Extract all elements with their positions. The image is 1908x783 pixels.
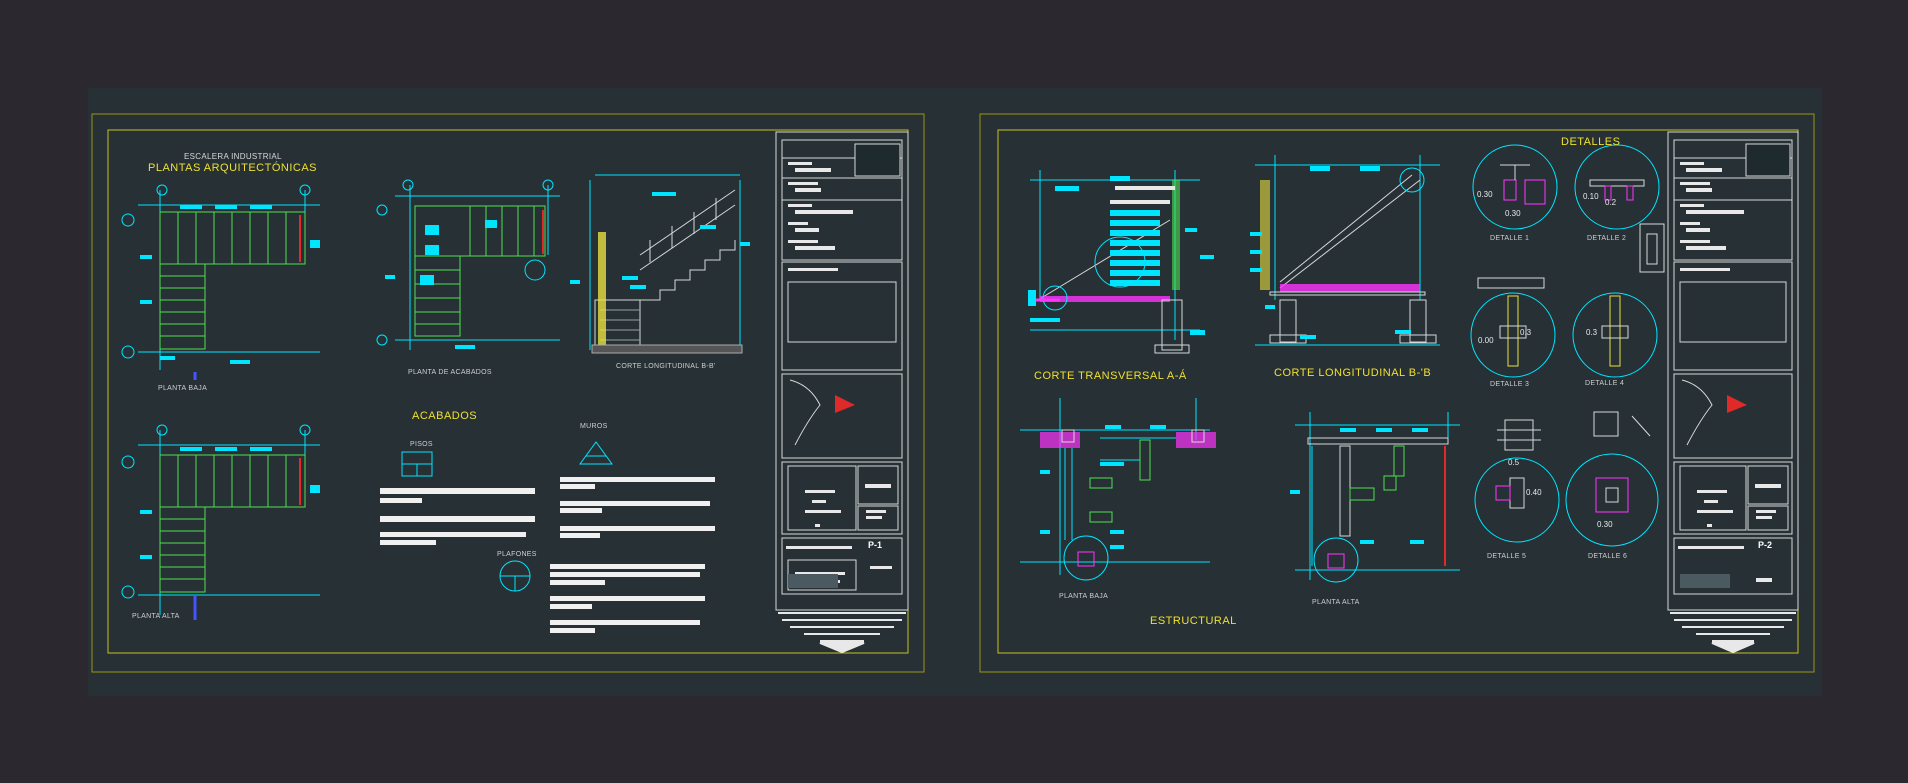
sheet-1-north-arrow: [789, 379, 855, 446]
planta-acabados-label: PLANTA DE ACABADOS: [408, 369, 492, 376]
estructural-planta-baja-label: PLANTA BAJA: [1059, 593, 1109, 600]
corte-tags: [570, 192, 750, 289]
plafones-label: PLAFONES: [497, 551, 537, 558]
detalle-4-circle: [1572, 292, 1658, 378]
detalle-2-label: DETALLE 2: [1587, 235, 1627, 242]
detalle-3-label: DETALLE 3: [1490, 381, 1530, 388]
corte-longitudinal-2-label: CORTE LONGITUDINAL B-'B: [1274, 367, 1432, 379]
pisos-label: PISOS: [410, 441, 433, 448]
sheet-2-bottom-chevron: [1670, 612, 1796, 654]
corte-longitudinal-2-tags: [1250, 166, 1411, 339]
sheet-2: [979, 113, 1815, 673]
corte-transversal-tags: [1028, 176, 1214, 335]
corte-longitudinal-label: CORTE LONGITUDINAL B-B': [616, 363, 716, 370]
sheet-1-title-block-fill: [786, 162, 892, 588]
corte-longitudinal-section: [589, 174, 743, 354]
detalles-group: [1470, 144, 1665, 547]
sheet-1-code: P-1: [868, 540, 883, 550]
muros-symbol: [579, 441, 613, 465]
detalle-5-circle: [1474, 457, 1560, 543]
detalle-3-circle: [1470, 292, 1556, 378]
planta-alta-plan: [121, 424, 320, 620]
sheet-1-bottom-chevron: [778, 612, 906, 654]
acabados-notes: [380, 477, 715, 633]
sheet-1-outer-border: [91, 113, 925, 673]
estructural-pa-tags: [1290, 428, 1428, 544]
planta-alta-tags: [140, 447, 320, 559]
planta-baja-tags: [140, 205, 320, 364]
detalle-6-dim-a: 0.30: [1597, 520, 1613, 529]
acabados-title: ACABADOS: [412, 410, 478, 422]
sheet-2-title-block-fill: [1678, 162, 1781, 588]
detalle-2-circle: [1574, 144, 1660, 230]
sheet-2-north-arrow: [1681, 379, 1747, 446]
planta-baja-plan: [121, 184, 320, 380]
paper-area: [88, 88, 1822, 696]
estructural-planta-alta: [1295, 412, 1460, 583]
sheet-1-title: PLANTAS ARQUITECTÓNICAS: [148, 162, 317, 174]
planta-alta-label: PLANTA ALTA: [132, 613, 180, 620]
detalle-3-dim-a: 0.3: [1520, 328, 1532, 337]
detalle-6-circle: [1565, 453, 1659, 547]
estructural-planta-alta-label: PLANTA ALTA: [1312, 599, 1360, 606]
detalle-2-dim-a: 0.10: [1583, 192, 1599, 201]
corte-transversal-label: CORTE TRANSVERSAL A-Á: [1034, 370, 1187, 382]
detalle-5-dim-a: 0.5: [1508, 458, 1520, 467]
acabados-tags: [385, 220, 497, 349]
planta-baja-label: PLANTA BAJA: [158, 385, 208, 392]
detalle-4-label: DETALLE 4: [1585, 380, 1625, 387]
sheet-2-title-block: [1667, 131, 1799, 611]
detalle-2-dim-b: 0.2: [1605, 198, 1617, 207]
estructural-planta-baja: [1020, 398, 1216, 581]
detalle-1-label: DETALLE 1: [1490, 235, 1530, 242]
estructural-pb-tags: [1040, 425, 1166, 549]
detalle-5-dim-b: 0.40: [1526, 488, 1542, 497]
detalle-1-dim-a: 0.30: [1477, 190, 1493, 199]
sheet-1-subtitle: ESCALERA INDUSTRIAL: [184, 152, 282, 161]
estructural-title: ESTRUCTURAL: [1150, 615, 1237, 627]
detalle-1-circle: [1472, 144, 1558, 230]
acabados-legend: [401, 441, 613, 592]
corte-longitudinal-2-section: [1255, 155, 1440, 346]
sheet-2-outer-border: [979, 113, 1815, 673]
sheet-2-code: P-2: [1758, 540, 1773, 550]
detalle-5-label: DETALLE 5: [1487, 553, 1527, 560]
detalle-3-dim-b: 0.00: [1478, 336, 1494, 345]
sheet-1: [91, 113, 925, 673]
planta-acabados-plan: [376, 179, 560, 350]
detalles-title: DETALLES: [1561, 136, 1621, 148]
detalle-1-dim-b: 0.30: [1505, 209, 1521, 218]
detalle-6-label: DETALLE 6: [1588, 553, 1628, 560]
detalle-4-dim-a: 0.3: [1586, 328, 1598, 337]
muros-label: MUROS: [580, 423, 608, 430]
sheet-1-title-block: [775, 131, 909, 611]
